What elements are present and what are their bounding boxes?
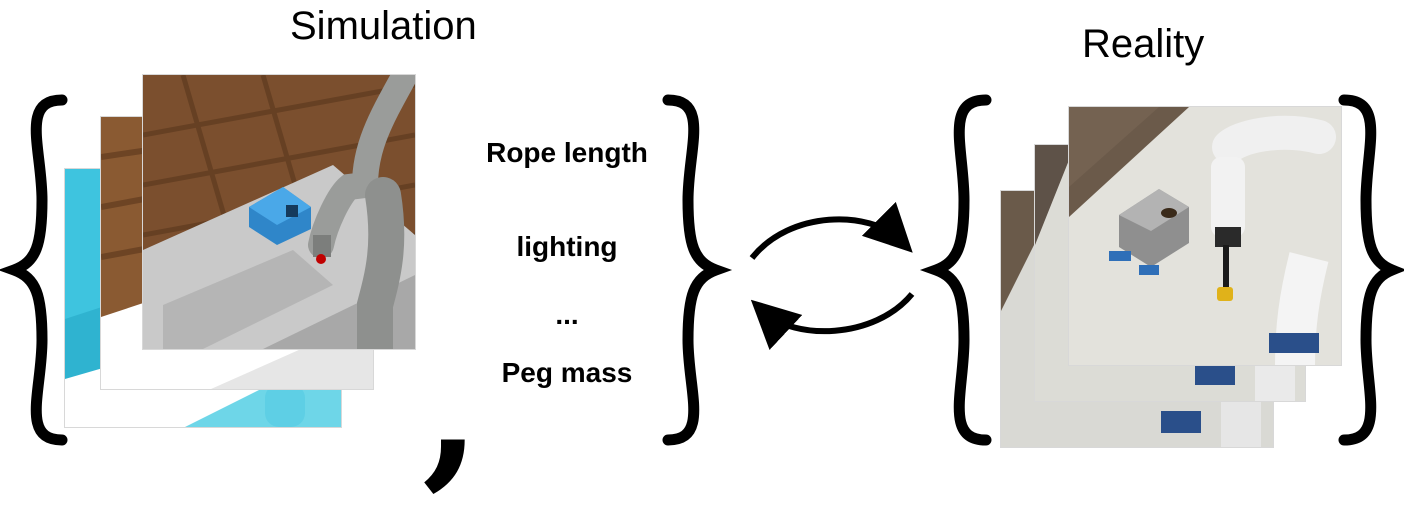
param-lighting: lighting: [516, 231, 618, 262]
reality-close-brace: [1338, 94, 1404, 446]
left-open-brace: [0, 94, 68, 446]
reality-open-brace: [919, 94, 992, 446]
simulation-title: Simulation: [290, 4, 477, 48]
right-close-brace: [662, 94, 733, 446]
real-image-front: [1068, 106, 1342, 366]
comma-separator: ,: [422, 307, 482, 507]
reality-title: Reality: [1082, 22, 1205, 66]
param-peg-mass: Peg mass: [501, 357, 633, 388]
param-ellipsis: ...: [555, 299, 579, 330]
param-rope-length: Rope length: [486, 137, 648, 168]
bidirectional-arrows-icon: [749, 201, 915, 351]
sim-image-front: [142, 74, 416, 350]
